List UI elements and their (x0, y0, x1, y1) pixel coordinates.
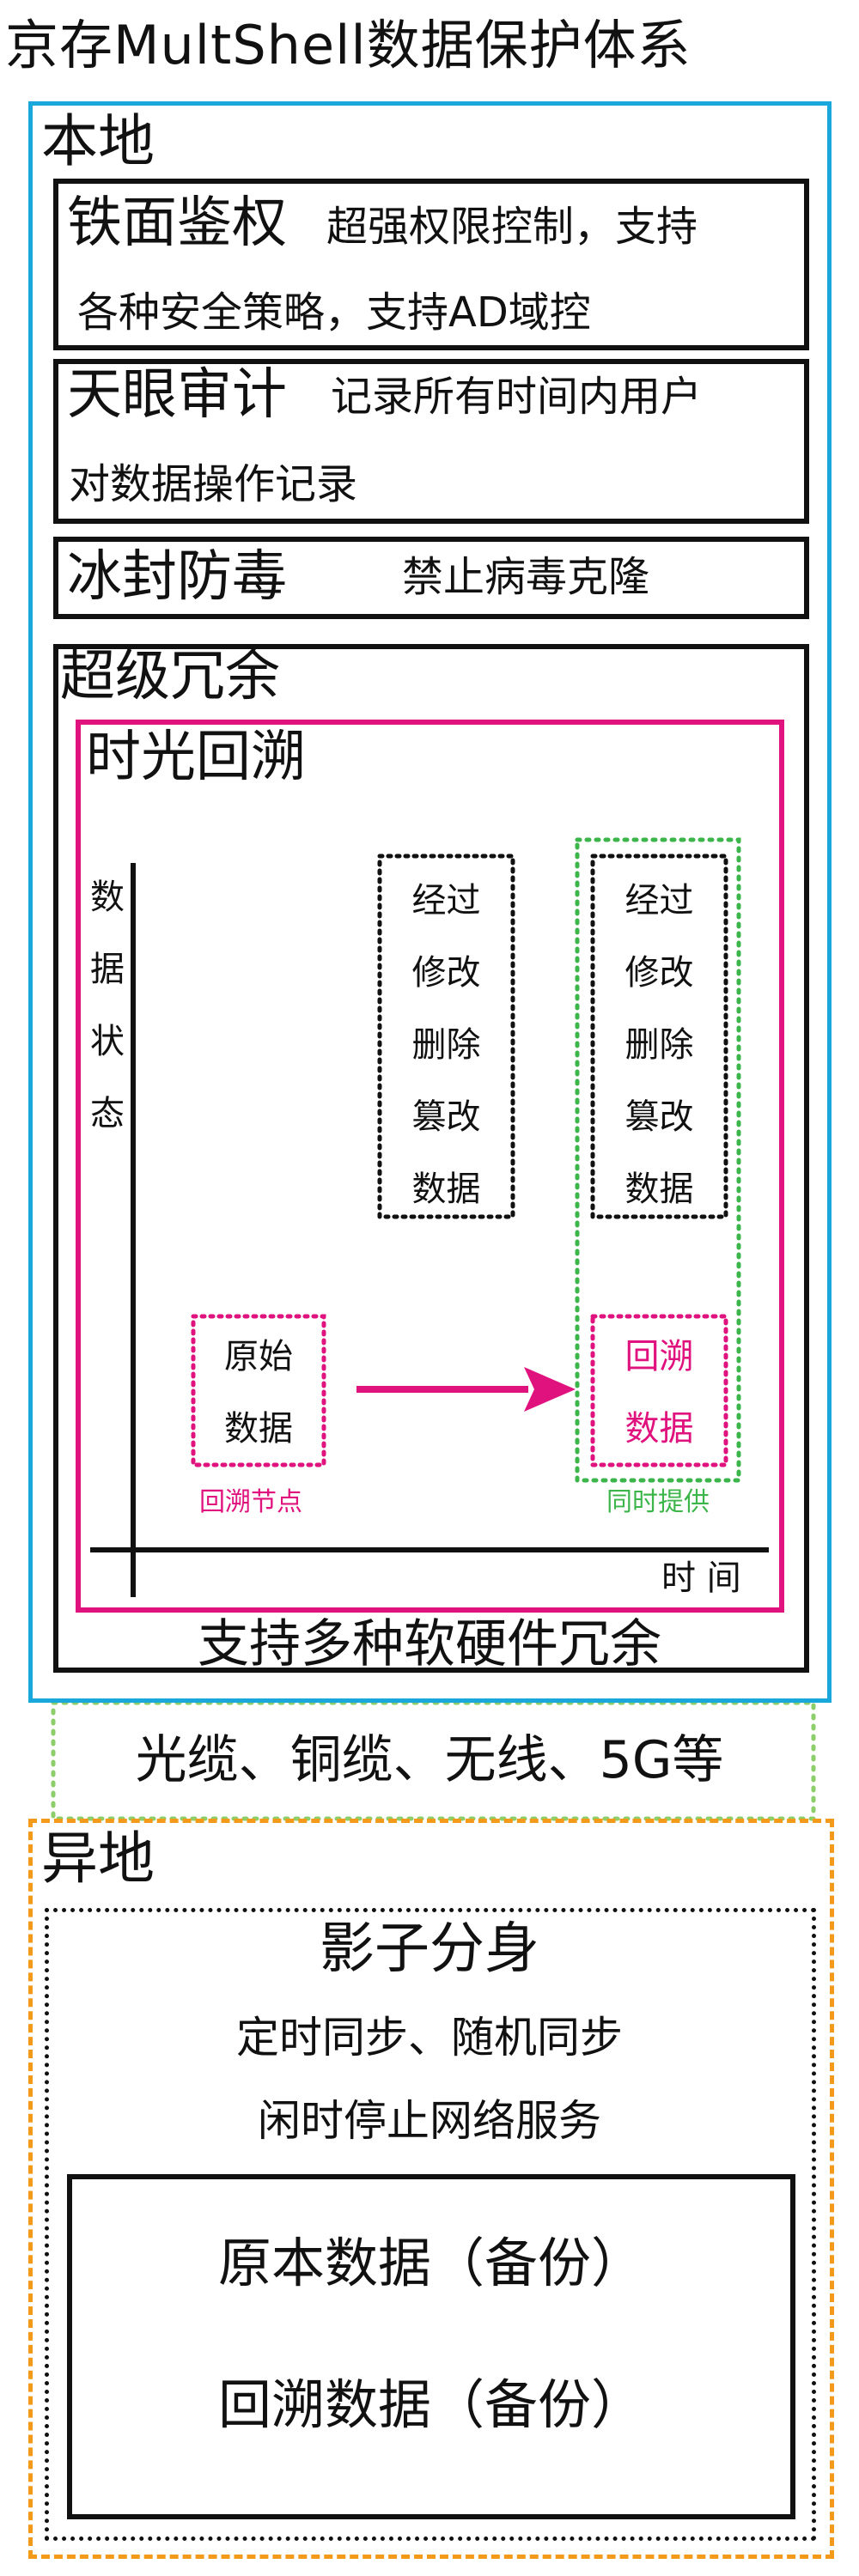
provided-modified-text: 经过 修改 删除 篡改 数据 (593, 865, 726, 1225)
y-axis-char: 据 (90, 950, 125, 989)
shadow-copy-line1: 定时同步、随机同步 (236, 2013, 623, 2063)
rollback-data-line: 数据 (624, 1409, 694, 1449)
diagram-title: 京存MultShell数据保护体系 (5, 14, 691, 76)
y-axis-char: 态 (90, 1094, 125, 1133)
rollback-arrow-head (524, 1367, 576, 1412)
original-data-text: 原始 数据 (193, 1321, 324, 1465)
provided-modified-line: 篡改 (624, 1097, 694, 1137)
modified-data-text: 经过 修改 删除 篡改 数据 (380, 865, 513, 1225)
redundancy-label: 超级冗余 (60, 645, 280, 708)
simultaneous-green-dotted-box (575, 837, 741, 1483)
time-travel-label: 时光回溯 (86, 726, 306, 789)
y-axis-label: 数 据 状 态 (86, 861, 129, 1150)
y-axis-char: 数 (90, 878, 125, 917)
feature-box-audit (53, 359, 809, 524)
backup-rollback-data: 回溯数据（备份） (217, 2373, 644, 2436)
time-travel-frame (76, 720, 784, 1613)
feature-title-auth: 铁面鉴权 (67, 191, 287, 255)
shadow-copy-frame (45, 1908, 816, 2541)
feature-box-antivirus (53, 537, 809, 619)
modified-data-line: 经过 (411, 881, 481, 920)
original-data-dotted-box (191, 1314, 326, 1467)
x-axis-label: 时 间 (661, 1558, 741, 1598)
original-data-line: 数据 (224, 1409, 293, 1449)
shadow-copy-title: 影子分身 (320, 1917, 539, 1981)
modified-data-line: 删除 (411, 1025, 481, 1065)
feature-box-auth (53, 179, 809, 350)
modified-data-line: 数据 (411, 1170, 481, 1209)
local-region-label: 本地 (41, 108, 155, 174)
y-axis-char: 状 (90, 1022, 125, 1061)
feature-desc-antivirus: 禁止病毒克隆 (402, 553, 650, 601)
provided-modified-dotted-box (590, 854, 728, 1219)
local-region-frame (28, 101, 832, 1703)
simultaneous-annotation: 同时提供 (606, 1487, 710, 1517)
shadow-copy-line2: 闲时停止网络服务 (258, 2096, 601, 2146)
backup-data-frame (67, 2174, 795, 2519)
rollback-data-text: 回溯 数据 (593, 1321, 726, 1465)
provided-modified-line: 数据 (624, 1170, 694, 1209)
feature-desc-audit-line2: 对数据操作记录 (69, 460, 358, 508)
modified-data-line: 修改 (411, 953, 481, 993)
redundancy-frame (53, 644, 809, 1673)
link-label: 光缆、铜缆、无线、5G等 (135, 1730, 724, 1790)
remote-region-label: 异地 (41, 1826, 155, 1892)
provided-modified-line: 修改 (624, 953, 694, 993)
feature-title-audit: 天眼审计 (67, 363, 287, 427)
provided-modified-line: 删除 (624, 1025, 694, 1065)
backup-original-data: 原本数据（备份） (217, 2232, 644, 2294)
feature-desc-auth-line2: 各种安全策略，支持AD域控 (77, 289, 591, 337)
remote-region-frame (28, 1819, 834, 2559)
rollback-data-dotted-box (590, 1314, 728, 1467)
modified-data-line: 篡改 (411, 1097, 481, 1137)
rollback-node-annotation: 回溯节点 (199, 1487, 302, 1517)
modified-data-dotted-box (377, 854, 515, 1219)
provided-modified-line: 经过 (624, 881, 694, 920)
feature-desc-auth-line1: 超强权限控制，支持 (326, 203, 698, 251)
redundancy-footer: 支持多种软硬件冗余 (198, 1614, 661, 1674)
original-data-line: 原始 (224, 1337, 293, 1376)
feature-title-antivirus: 冰封防毒 (67, 545, 287, 609)
rollback-data-line: 回溯 (624, 1337, 694, 1376)
feature-desc-audit-line1: 记录所有时间内用户 (331, 373, 703, 421)
